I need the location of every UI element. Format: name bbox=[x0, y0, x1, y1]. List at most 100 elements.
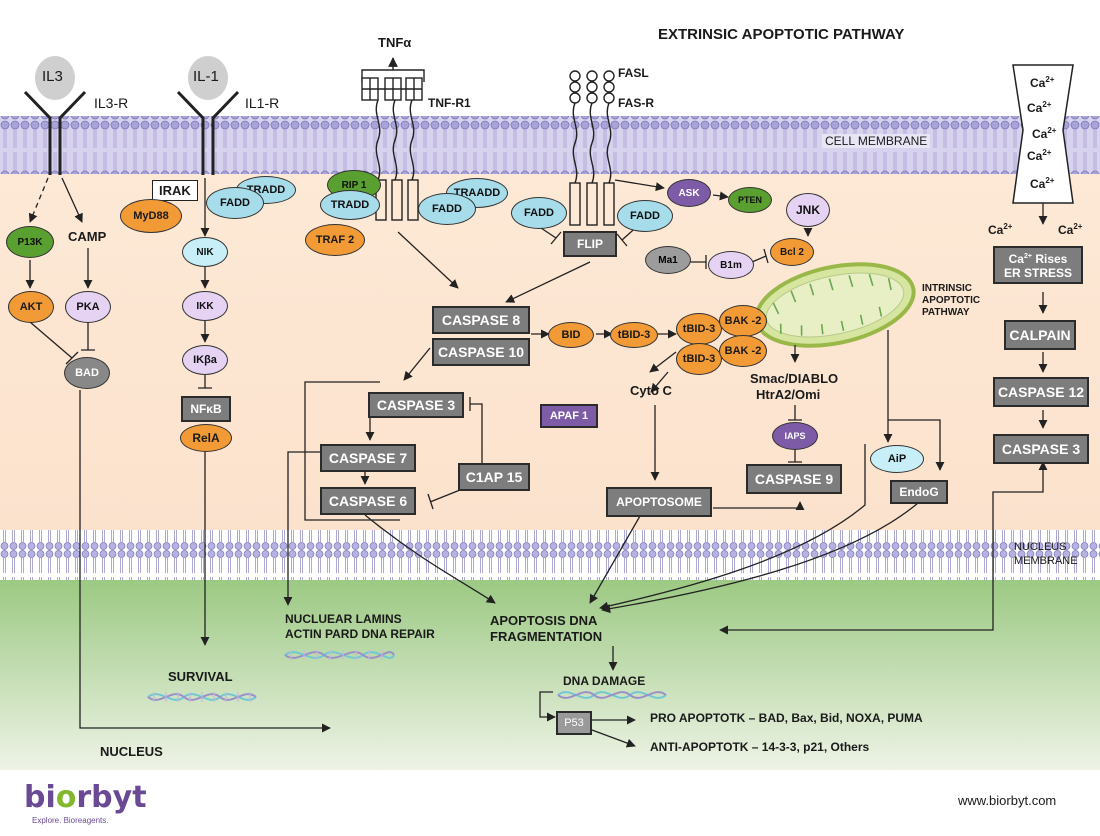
ask-node: ASK bbox=[667, 179, 711, 207]
b1m-node: B1m bbox=[708, 251, 754, 279]
tbid3-top-node: tBID-3 bbox=[676, 313, 722, 345]
pten-node: PTEN bbox=[728, 187, 772, 213]
bak2-bottom-node: BAK -2 bbox=[719, 335, 767, 367]
dna-helix-lamins bbox=[284, 650, 395, 660]
cell-membrane bbox=[0, 116, 1100, 174]
fadd-node-tnf: FADD bbox=[418, 193, 476, 225]
c1ap15-box: C1AP 15 bbox=[458, 463, 530, 491]
il1r-label: IL1-R bbox=[245, 95, 280, 111]
caspase12-box: CASPASE 12 bbox=[993, 377, 1089, 407]
ca-rises-line: Ca2+ Rises bbox=[1008, 252, 1068, 266]
nfkb-box: NFκB bbox=[181, 396, 231, 422]
caspase7-box: CASPASE 7 bbox=[320, 444, 416, 472]
nik-node: NIK bbox=[182, 237, 228, 267]
smac-label: Smac/DIABLO bbox=[750, 371, 839, 386]
il3r-label: IL3-R bbox=[94, 95, 129, 111]
caspase8-box: CASPASE 8 bbox=[432, 306, 530, 334]
jnk-node: JNK bbox=[786, 193, 830, 227]
cytoc-label: Cyto C bbox=[630, 383, 672, 398]
myd88-node: MyD88 bbox=[120, 199, 182, 233]
calcium-channel bbox=[1012, 64, 1074, 204]
bak2-top-node: BAK -2 bbox=[719, 305, 767, 337]
flip-box: FLIP bbox=[563, 231, 617, 257]
nucleus-membrane-label: NUCLEUS MEMBRANE bbox=[1014, 541, 1078, 567]
er-stress-line: ER STRESS bbox=[1003, 266, 1072, 280]
ca-ion-2: Ca2+ bbox=[1027, 100, 1052, 115]
biorbyt-logo: biorbyt bbox=[24, 780, 147, 815]
fasl-label: FASL bbox=[618, 66, 649, 80]
bcl2-node: Bcl 2 bbox=[770, 238, 814, 266]
mitochondrion bbox=[754, 262, 916, 348]
caspase9-box: CASPASE 9 bbox=[746, 464, 842, 494]
ca-ion-3: Ca2+ bbox=[1032, 126, 1057, 141]
rela-node: RelA bbox=[180, 424, 232, 452]
anti-apoptotic-label: ANTI-APOPTOTK – 14-3-3, p21, Others bbox=[650, 740, 870, 754]
cytoplasm bbox=[0, 170, 1100, 532]
il1-receptor bbox=[176, 56, 240, 175]
apoptosome-box: APOPTOSOME bbox=[606, 487, 712, 517]
footer-strip bbox=[0, 770, 1100, 836]
extracellular-space bbox=[0, 0, 1100, 118]
ca-rises-box: Ca2+ Rises ER STRESS bbox=[993, 246, 1083, 284]
survival-label: SURVIVAL bbox=[168, 669, 233, 684]
ma1-node: Ma1 bbox=[645, 246, 691, 274]
caspase3b-box: CASPASE 3 bbox=[993, 434, 1089, 464]
bad-node: BAD bbox=[64, 357, 110, 389]
iaps-node: IAPS bbox=[772, 422, 818, 450]
il1-label: IL-1 bbox=[193, 68, 219, 85]
traf2-node: TRAF 2 bbox=[305, 224, 365, 256]
bid-node: BID bbox=[548, 322, 594, 348]
brand-tagline: Explore. Bioreagents. bbox=[32, 816, 109, 825]
pka-node: PKA bbox=[65, 291, 111, 323]
ca-ion-6: Ca2+ bbox=[988, 222, 1013, 237]
cell-membrane-label: CELL MEMBRANE bbox=[822, 134, 931, 148]
dna-helix-survival bbox=[147, 692, 257, 702]
pathway-arrows bbox=[25, 177, 1048, 748]
tbid3-bottom-node: tBID-3 bbox=[676, 343, 722, 375]
ca-ion-5: Ca2+ bbox=[1030, 176, 1055, 191]
fasr-label: FAS-R bbox=[618, 96, 654, 110]
p53-box: P53 bbox=[556, 711, 592, 735]
tnfr1-receptor bbox=[361, 57, 425, 221]
fragmentation-label: APOPTOSIS DNA FRAGMENTATION bbox=[490, 613, 603, 644]
aip-node: AiP bbox=[870, 445, 924, 473]
fas-receptor bbox=[569, 70, 615, 226]
il3-label: IL3 bbox=[42, 68, 63, 85]
ikk-node: IKK bbox=[182, 291, 228, 321]
ikba-node: IKβa bbox=[182, 345, 228, 375]
caspase3-box: CASPASE 3 bbox=[368, 392, 464, 418]
tnfr1-label: TNF-R1 bbox=[428, 96, 471, 110]
nucleoplasm bbox=[0, 580, 1100, 770]
fadd-node-fas-right: FADD bbox=[617, 200, 673, 232]
camp-label: CAMP bbox=[68, 229, 107, 244]
p13k-node: P13K bbox=[6, 226, 54, 258]
dna-helix-damage bbox=[557, 691, 667, 699]
endog-box: EndoG bbox=[890, 480, 948, 504]
tbid3-node: tBID-3 bbox=[610, 322, 658, 348]
fadd-node-fas-left: FADD bbox=[511, 197, 567, 229]
nucleus-label: NUCLEUS bbox=[100, 744, 163, 759]
caspase10-box: CASPASE 10 bbox=[432, 338, 530, 366]
apaf1-box: APAF 1 bbox=[540, 404, 598, 428]
akt-node: AKT bbox=[8, 291, 54, 323]
caspase6-box: CASPASE 6 bbox=[320, 487, 416, 515]
ca-ion-1: Ca2+ bbox=[1030, 75, 1055, 90]
lamins-label: NUCLUEAR LAMINS ACTIN PARD DNA REPAIR bbox=[285, 612, 435, 641]
dna-damage-label: DNA DAMAGE bbox=[563, 674, 646, 688]
diagram-title: EXTRINSIC APOPTOTIC PATHWAY bbox=[658, 26, 905, 43]
calpain-box: CALPAIN bbox=[1004, 320, 1076, 350]
brand-url[interactable]: www.biorbyt.com bbox=[958, 793, 1057, 808]
intrinsic-label: INTRINSIC APOPTOTIC PATHWAY bbox=[922, 283, 981, 318]
htra2-label: HtrA2/Omi bbox=[756, 387, 821, 402]
tradd-node-tnf: TRADD bbox=[320, 190, 380, 220]
tnfa-label: TNFα bbox=[378, 35, 412, 50]
ca-ion-4: Ca2+ bbox=[1027, 148, 1052, 163]
irak-label: IRAK bbox=[152, 180, 198, 201]
fadd-node-il1: FADD bbox=[206, 187, 264, 219]
il3-receptor bbox=[23, 56, 87, 175]
ca-ion-7: Ca2+ bbox=[1058, 222, 1083, 237]
pro-apoptotic-label: PRO APOPTOTK – BAD, Bax, Bid, NOXA, PUMA bbox=[650, 711, 923, 725]
nucleus-membrane bbox=[0, 530, 1100, 580]
